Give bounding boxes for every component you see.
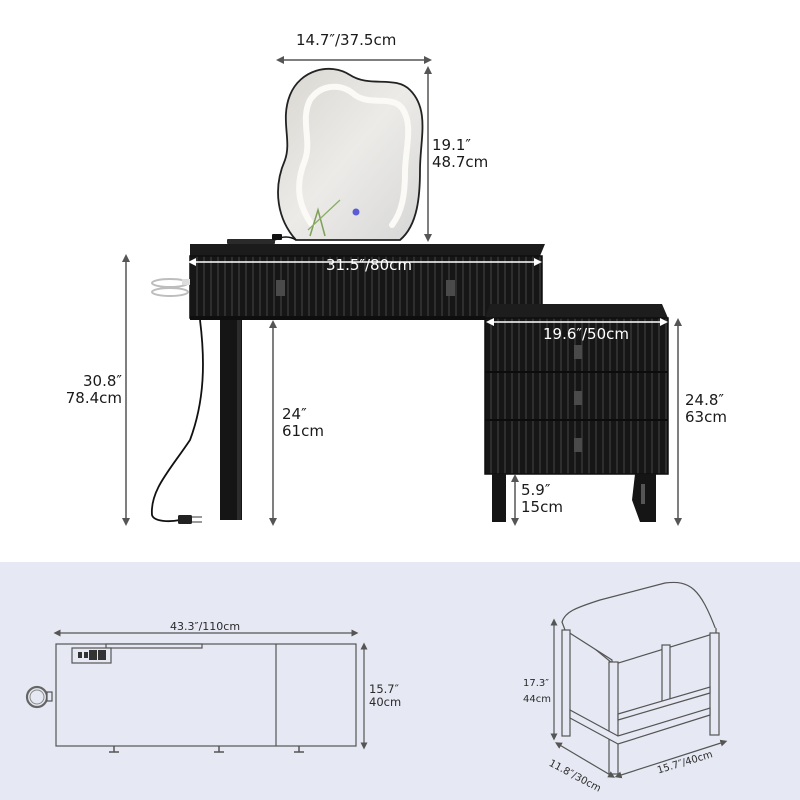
- stool-height-inches: 17.3″: [523, 678, 550, 689]
- mirror-height-inches: 19.1″: [432, 136, 472, 154]
- hair-dryer-holder-icon: [25, 685, 53, 709]
- desk: [189, 244, 545, 520]
- top-view-depth-cm: 40cm: [369, 694, 402, 709]
- stool-depth-dimension-line: [554, 742, 616, 778]
- top-view-depth-inches: 15.7″: [369, 682, 399, 696]
- drawer-handle: [574, 345, 582, 359]
- stool-height-cm: 44cm: [523, 694, 551, 705]
- led-mirror: [277, 67, 424, 241]
- stool-height-label: 17.3″ 44cm: [523, 676, 551, 708]
- leg-height-inches: 5.9″: [521, 481, 551, 499]
- top-view-and-stool-panel: 43.3″/110cm 15.7″ 40cm 17.3″ 44cm 11.8″/…: [0, 562, 800, 800]
- hair-dryer-holder: [151, 278, 190, 297]
- mirror-width-label: 14.7″/37.5cm: [296, 31, 397, 49]
- touch-button-icon: [352, 208, 360, 216]
- front-view-drawing: [122, 56, 682, 526]
- drawer-handle: [276, 280, 285, 296]
- bottom-drawings: [25, 581, 728, 779]
- total-height-label: 30.8″ 78.4cm: [62, 373, 122, 406]
- drawer-handle: [574, 438, 582, 452]
- desk-top-view: [25, 629, 368, 753]
- power-strip: [227, 234, 297, 244]
- power-outlet-icon: [71, 647, 112, 664]
- knee-height-inches: 24″: [282, 405, 307, 423]
- mirror-height-label: 19.1″ 48.7cm: [432, 137, 488, 170]
- top-view-depth-label: 15.7″ 40cm: [369, 683, 401, 708]
- stool-width-dimension-line: [614, 739, 728, 779]
- knee-height-label: 24″ 61cm: [282, 406, 324, 439]
- mirror-height-cm: 48.7cm: [432, 152, 489, 171]
- cabinet-height-cm: 63cm: [685, 407, 727, 426]
- total-height-cm: 78.4cm: [65, 388, 122, 407]
- total-height-inches: 30.8″: [82, 372, 122, 390]
- knee-height-cm: 61cm: [282, 421, 324, 440]
- drawer-cabinet: [484, 304, 669, 522]
- front-view-panel: 14.7″/37.5cm 19.1″ 48.7cm 31.5″/80cm 19.…: [62, 31, 727, 526]
- stool-drawing: [550, 581, 728, 779]
- leg-height-label: 5.9″ 15cm: [521, 482, 563, 515]
- power-cord: [151, 319, 204, 523]
- drawer-handle: [446, 280, 455, 296]
- power-plug-icon: [178, 515, 202, 524]
- cabinet-height-inches: 24.8″: [685, 391, 725, 409]
- cabinet-height-label: 24.8″ 63cm: [685, 392, 727, 425]
- leg-height-cm: 15cm: [521, 497, 563, 516]
- drawer-handle: [574, 391, 582, 405]
- desk-width-label: 31.5″/80cm: [326, 256, 413, 274]
- top-view-length-label: 43.3″/110cm: [170, 620, 241, 633]
- cabinet-width-label: 19.6″/50cm: [543, 325, 630, 343]
